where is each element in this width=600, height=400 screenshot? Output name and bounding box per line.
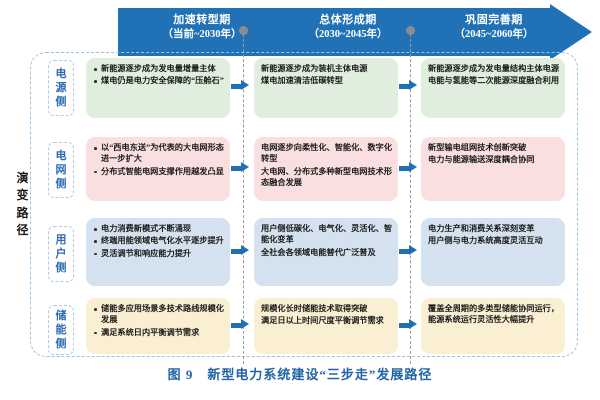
row-label-power-grid-char-1: 电 xyxy=(55,149,67,162)
phase-3-range: （2045~2060年） xyxy=(454,28,534,40)
cell-user-side-phase3: 电力生产和消费关系深刻变革 用户侧与电力系统高度灵活互动 xyxy=(421,218,565,286)
cell-item: 灵活调节和响应能力提升 xyxy=(93,248,224,259)
cell-energy-storage-phase1: 储能多应用场景多技术路线规模化发展 满足系统日内平衡调节需求 xyxy=(86,298,230,354)
row-label-power-supply-char-1: 电 xyxy=(55,67,67,80)
phase-1-range: （当前~2030年） xyxy=(162,28,242,40)
cell-item: 储能多应用场景多技术路线规模化发展 xyxy=(93,303,224,326)
row-label-user-side: 用 户 侧 xyxy=(48,226,74,282)
cell-item: 覆盖全周期的多类型储能协同运行，能源系统运行灵活性大幅提升 xyxy=(428,304,560,325)
phase-1-name: 加速转型期 xyxy=(173,14,231,26)
cell-item: 满足日以上时间尺度平衡调节需求 xyxy=(261,316,384,326)
timeline-arrow-head xyxy=(550,4,592,60)
cell-energy-storage-phase3: 覆盖全周期的多类型储能协同运行，能源系统运行灵活性大幅提升 xyxy=(421,298,565,354)
row-label-power-grid: 电 网 侧 xyxy=(48,142,74,198)
cell-item: 新能源逐步成为装机主体电源 xyxy=(261,64,368,73)
row-label-user-side-char-2: 户 xyxy=(55,247,67,260)
phase-label-2: 总体形成期 （2030~2045年） xyxy=(278,13,418,42)
cell-user-side-phase2: 用户侧低碳化、电气化、灵活化、智能化变革 全社会各领域电能替代广泛普及 xyxy=(254,218,398,286)
cell-item: 用户侧与电力系统高度灵活互动 xyxy=(428,236,543,246)
cell-power-supply-phase2: 新能源逐步成为装机主体电源 煤电加速清洁低碳转型 xyxy=(254,58,398,118)
row-label-power-supply-char-3: 侧 xyxy=(55,96,67,109)
phase-label-1: 加速转型期 （当前~2030年） xyxy=(132,13,272,42)
cell-item: 电力与能源输送深度耦合协同 xyxy=(428,155,535,165)
connector-arrow-power-2-3 xyxy=(399,80,418,92)
phase-divider-pin-1 xyxy=(239,26,248,35)
cell-power-supply-phase1: 新能源逐步成为发电量增量主体 煤电仍是电力安全保障的“压舱石” xyxy=(86,58,230,118)
connector-arrow-user-1-2 xyxy=(231,245,250,257)
cell-item: 煤电加速清洁低碳转型 xyxy=(261,76,343,86)
row-label-energy-storage: 储 能 侧 xyxy=(48,305,74,355)
row-label-energy-storage-char-3: 侧 xyxy=(55,338,67,351)
row-label-user-side-char-1: 用 xyxy=(55,233,67,246)
cell-item: 分布式智能电网支撑作用越发凸显 xyxy=(93,166,224,177)
cell-item: 电力生产和消费关系深刻变革 xyxy=(428,224,535,233)
cell-energy-storage-phase2: 规模化长时储能技术取得突破 满足日以上时间尺度平衡调节需求 xyxy=(254,298,398,354)
row-label-power-grid-char-3: 侧 xyxy=(55,178,67,191)
cell-item: 电力消费新模式不断涌现 xyxy=(93,223,224,234)
row-label-user-side-char-3: 侧 xyxy=(55,262,67,275)
phase-2-name: 总体形成期 xyxy=(319,14,377,26)
evolution-path-char-3: 路 xyxy=(16,205,30,220)
row-label-power-supply-char-2: 源 xyxy=(55,81,67,94)
cell-item: 规模化长时储能技术取得突破 xyxy=(261,304,368,313)
cell-item: 以“西电东送”为代表的大电网形态进一步扩大 xyxy=(93,142,224,165)
evolution-path-label: 演 变 路 径 xyxy=(12,170,34,240)
row-label-power-grid-char-2: 网 xyxy=(55,163,67,176)
cell-user-side-phase1: 电力消费新模式不断涌现 终端用能领域电气化水平逐步提升 灵活调节和响应能力提升 xyxy=(86,218,230,286)
cell-item: 新能源逐步成为发电量结构主体电源 xyxy=(428,64,560,73)
cell-item: 新型输电组网技术创新突破 xyxy=(428,143,527,152)
cell-item: 电能与氢能等二次能源深度融合利用 xyxy=(428,76,560,86)
cell-power-grid-phase3: 新型输电组网技术创新突破 电力与能源输送深度耦合协同 xyxy=(421,137,565,201)
phase-label-3: 巩固完善期 （2045~2060年） xyxy=(424,13,564,42)
connector-arrow-storage-2-3 xyxy=(399,319,418,331)
phase-2-range: （2030~2045年） xyxy=(308,28,388,40)
phase-divider-pin-2 xyxy=(406,26,415,35)
connector-arrow-storage-1-2 xyxy=(231,319,250,331)
evolution-path-char-2: 变 xyxy=(16,188,30,203)
cell-item: 电网逐步向柔性化、智能化、数字化转型 xyxy=(261,143,393,164)
row-label-power-supply: 电 源 侧 xyxy=(48,60,74,116)
row-label-energy-storage-char-1: 储 xyxy=(55,309,67,322)
phase-divider-line-1 xyxy=(243,34,244,364)
row-label-energy-storage-char-2: 能 xyxy=(55,323,67,336)
cell-item: 满足系统日内平衡调节需求 xyxy=(93,327,224,338)
figure-caption: 图 9 新型电力系统建设“三步走”发展路径 xyxy=(167,367,433,382)
connector-arrow-user-2-3 xyxy=(399,245,418,257)
cell-item: 大电网、分布式多种新型电网技术形态融合发展 xyxy=(261,166,393,187)
connector-arrow-grid-2-3 xyxy=(399,162,418,174)
cell-item: 新能源逐步成为发电量增量主体 xyxy=(93,63,224,74)
phase-3-name: 巩固完善期 xyxy=(465,14,523,26)
timeline-arrow-body xyxy=(118,8,552,56)
connector-arrow-power-1-2 xyxy=(231,80,250,92)
phase-divider-line-2 xyxy=(410,34,411,364)
connector-arrow-grid-1-2 xyxy=(231,162,250,174)
cell-power-grid-phase1: 以“西电东送”为代表的大电网形态进一步扩大 分布式智能电网支撑作用越发凸显 xyxy=(86,137,230,201)
cell-item: 终端用能领域电气化水平逐步提升 xyxy=(93,235,224,246)
cell-power-grid-phase2: 电网逐步向柔性化、智能化、数字化转型 大电网、分布式多种新型电网技术形态融合发展 xyxy=(254,137,398,201)
cell-power-supply-phase3: 新能源逐步成为发电量结构主体电源 电能与氢能等二次能源深度融合利用 xyxy=(421,58,565,118)
cell-item: 全社会各领域电能替代广泛普及 xyxy=(261,247,376,257)
diagram-frame xyxy=(30,52,578,357)
evolution-path-char-4: 径 xyxy=(16,223,30,238)
evolution-path-char-1: 演 xyxy=(16,171,30,185)
cell-item: 煤电仍是电力安全保障的“压舱石” xyxy=(93,75,224,86)
cell-item: 用户侧低碳化、电气化、灵活化、智能化变革 xyxy=(261,224,393,245)
timeline-arrow: 加速转型期 （当前~2030年） 总体形成期 （2030~2045年） 巩固完善… xyxy=(118,4,592,60)
